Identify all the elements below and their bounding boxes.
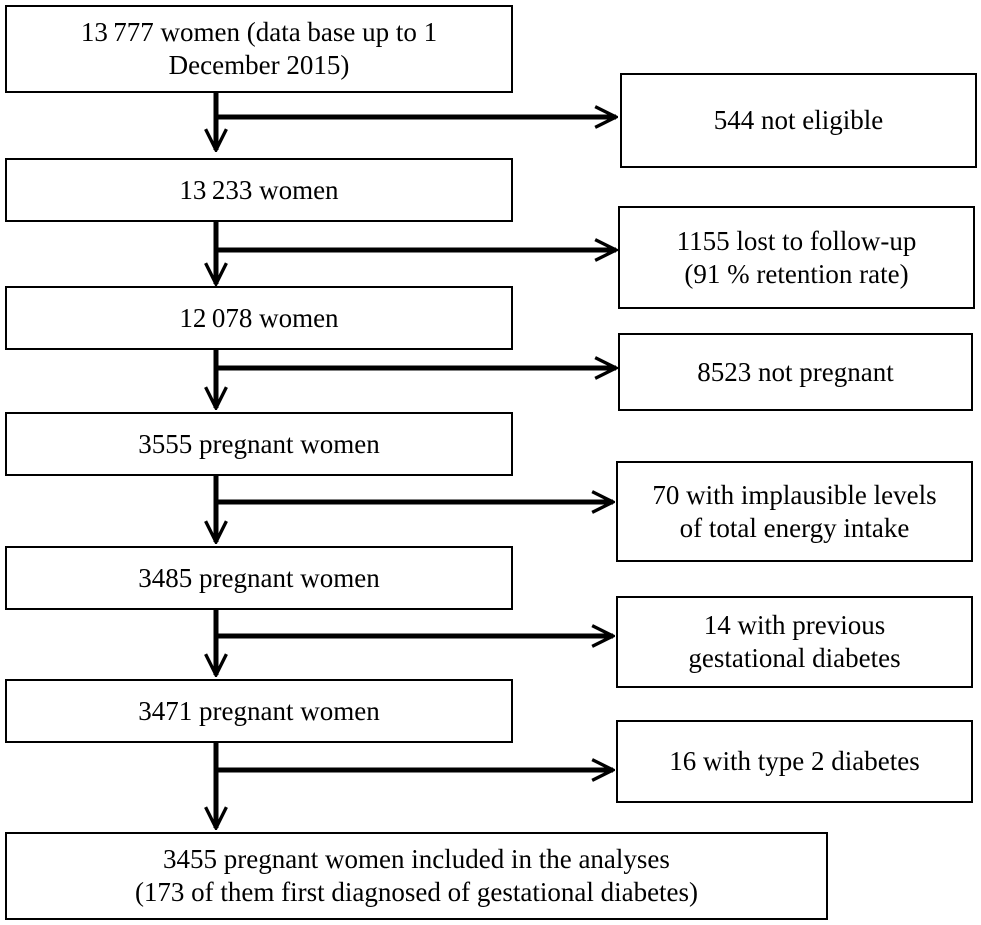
- box-text-line: 3485 pregnant women: [138, 562, 380, 593]
- exclusion-box-not-pregnant: 8523 not pregnant: [618, 333, 973, 411]
- exclusion-box-previous-gd: 14 with previous gestational diabetes: [616, 596, 973, 688]
- box-text-line: (173 of them first diagnosed of gestatio…: [134, 877, 699, 907]
- box-text-line: 1155 lost to follow-up: [676, 225, 917, 256]
- box-text-line: (91 % retention rate): [684, 258, 909, 289]
- box-text-line: 13 233 women: [179, 174, 339, 205]
- box-text-line: 12 078 women: [179, 302, 339, 333]
- box-text-line: gestational diabetes: [688, 643, 901, 673]
- flow-box-eligible-women: 13 233 women: [5, 158, 513, 222]
- box-text-line: 3555 pregnant women: [138, 428, 380, 459]
- flow-box-plausible-energy: 3485 pregnant women: [5, 546, 513, 610]
- box-text-line: 13 777 women (data base up to 1: [80, 17, 438, 47]
- box-text-line: December 2015): [168, 50, 350, 80]
- box-text-line: 14 with previous: [703, 610, 886, 640]
- exclusion-box-lost-follow-up: 1155 lost to follow-up (91 % retention r…: [618, 206, 975, 309]
- box-text-line: 3471 pregnant women: [138, 695, 380, 726]
- flow-box-final-analysis: 3455 pregnant women included in the anal…: [5, 832, 828, 920]
- exclusion-box-implausible-energy: 70 with implausible levels of total ener…: [616, 461, 973, 562]
- box-text-line: 544 not eligible: [713, 105, 884, 135]
- box-text-line: 70 with implausible levels: [652, 479, 937, 510]
- exclusion-box-type2-diabetes: 16 with type 2 diabetes: [616, 720, 973, 803]
- box-text-line: 16 with type 2 diabetes: [669, 746, 920, 776]
- box-text-line: of total energy intake: [679, 512, 910, 543]
- flow-box-no-previous-gd: 3471 pregnant women: [5, 679, 513, 743]
- flow-box-pregnant-women: 3555 pregnant women: [5, 412, 513, 476]
- box-text-line: 3455 pregnant women included in the anal…: [163, 844, 670, 874]
- box-text-line: 8523 not pregnant: [697, 356, 894, 387]
- flow-box-followed-women: 12 078 women: [5, 286, 513, 350]
- flow-box-total-women: 13 777 women (data base up to 1 December…: [5, 5, 513, 93]
- exclusion-box-not-eligible: 544 not eligible: [620, 73, 977, 168]
